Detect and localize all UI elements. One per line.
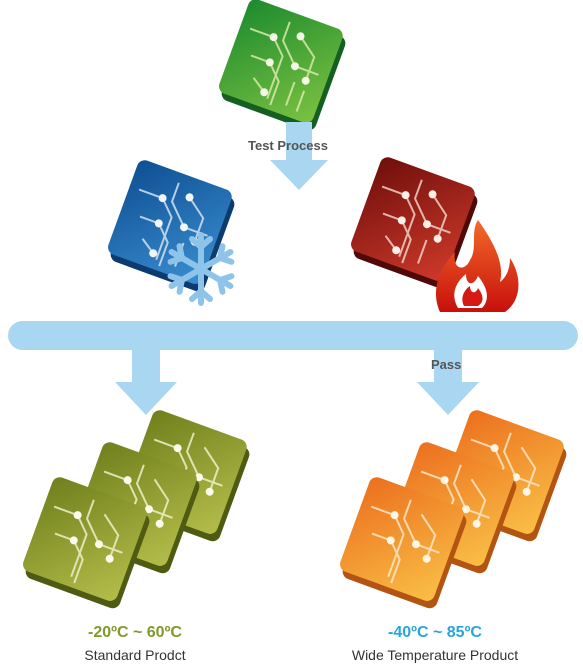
flame-icon bbox=[435, 220, 519, 312]
pass-label: Pass bbox=[431, 357, 462, 372]
standard-temp-range: -20ºC ~ 60ºC bbox=[88, 624, 182, 641]
standard-product-label: Standard Prodct bbox=[84, 647, 186, 663]
pcb-board-blue bbox=[108, 160, 235, 292]
down-arrow-right bbox=[417, 340, 479, 415]
pcb-board-red bbox=[351, 157, 478, 289]
down-arrow-left bbox=[115, 340, 177, 415]
pcb-board-green bbox=[219, 0, 346, 131]
snowflake-icon bbox=[167, 232, 235, 303]
pcb-stack-olive bbox=[23, 410, 250, 609]
test-process-label: Test Process bbox=[248, 138, 328, 153]
down-arrow-top bbox=[270, 122, 328, 190]
horizontal-connector-bar bbox=[8, 321, 578, 350]
wide-temp-range: -40ºC ~ 85ºC bbox=[388, 624, 482, 641]
pcb-stack-orange bbox=[340, 410, 567, 609]
wide-product-label: Wide Temperature Product bbox=[351, 647, 519, 663]
